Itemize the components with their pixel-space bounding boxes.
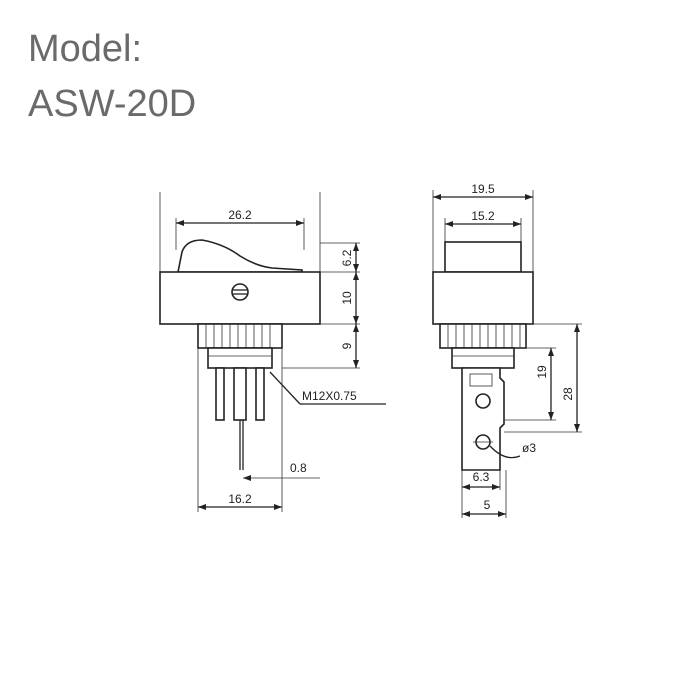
terminal-left bbox=[215, 367, 225, 421]
threaded-collar-side bbox=[439, 323, 527, 349]
model-number: ASW-20D bbox=[28, 83, 197, 125]
front-view: 26.2 bbox=[159, 192, 386, 512]
dim-nut-height: 9 bbox=[340, 342, 354, 349]
terminal-blade bbox=[461, 367, 505, 471]
dim-terminal-width: 6.3 bbox=[473, 470, 490, 484]
terminal-hole-upper bbox=[475, 393, 491, 409]
terminal-right bbox=[255, 367, 265, 421]
dim-width-outer: 19.5 bbox=[471, 182, 495, 196]
hole-leader bbox=[489, 445, 521, 459]
terminal-center bbox=[233, 367, 247, 421]
dim-base-width: 16.2 bbox=[228, 492, 252, 506]
dim-pin-width: 5 bbox=[484, 498, 491, 512]
dim-rocker-height: 6.2 bbox=[340, 249, 354, 266]
rocker-side bbox=[444, 241, 522, 273]
switch-body-side bbox=[432, 271, 534, 325]
dim-pin-thickness: 0.8 bbox=[290, 461, 307, 475]
model-label: Model: bbox=[28, 28, 143, 70]
dim-hole-diameter: ø3 bbox=[522, 441, 536, 455]
side-view: 19.5 15.2 bbox=[432, 182, 582, 518]
dim-body-height: 10 bbox=[340, 291, 354, 305]
indicator-circle bbox=[231, 283, 249, 301]
dim-terminal-length: 19 bbox=[535, 365, 549, 379]
switch-base bbox=[207, 347, 273, 369]
thread-spec: M12X0.75 bbox=[302, 389, 357, 403]
dim-width-top: 26.2 bbox=[228, 208, 252, 222]
dim-width-rocker: 15.2 bbox=[471, 209, 495, 223]
threaded-collar bbox=[197, 323, 283, 349]
dim-total-length: 28 bbox=[561, 387, 575, 401]
thread-leader bbox=[269, 371, 301, 405]
rocker-actuator bbox=[177, 239, 303, 273]
switch-base-side bbox=[451, 347, 515, 369]
